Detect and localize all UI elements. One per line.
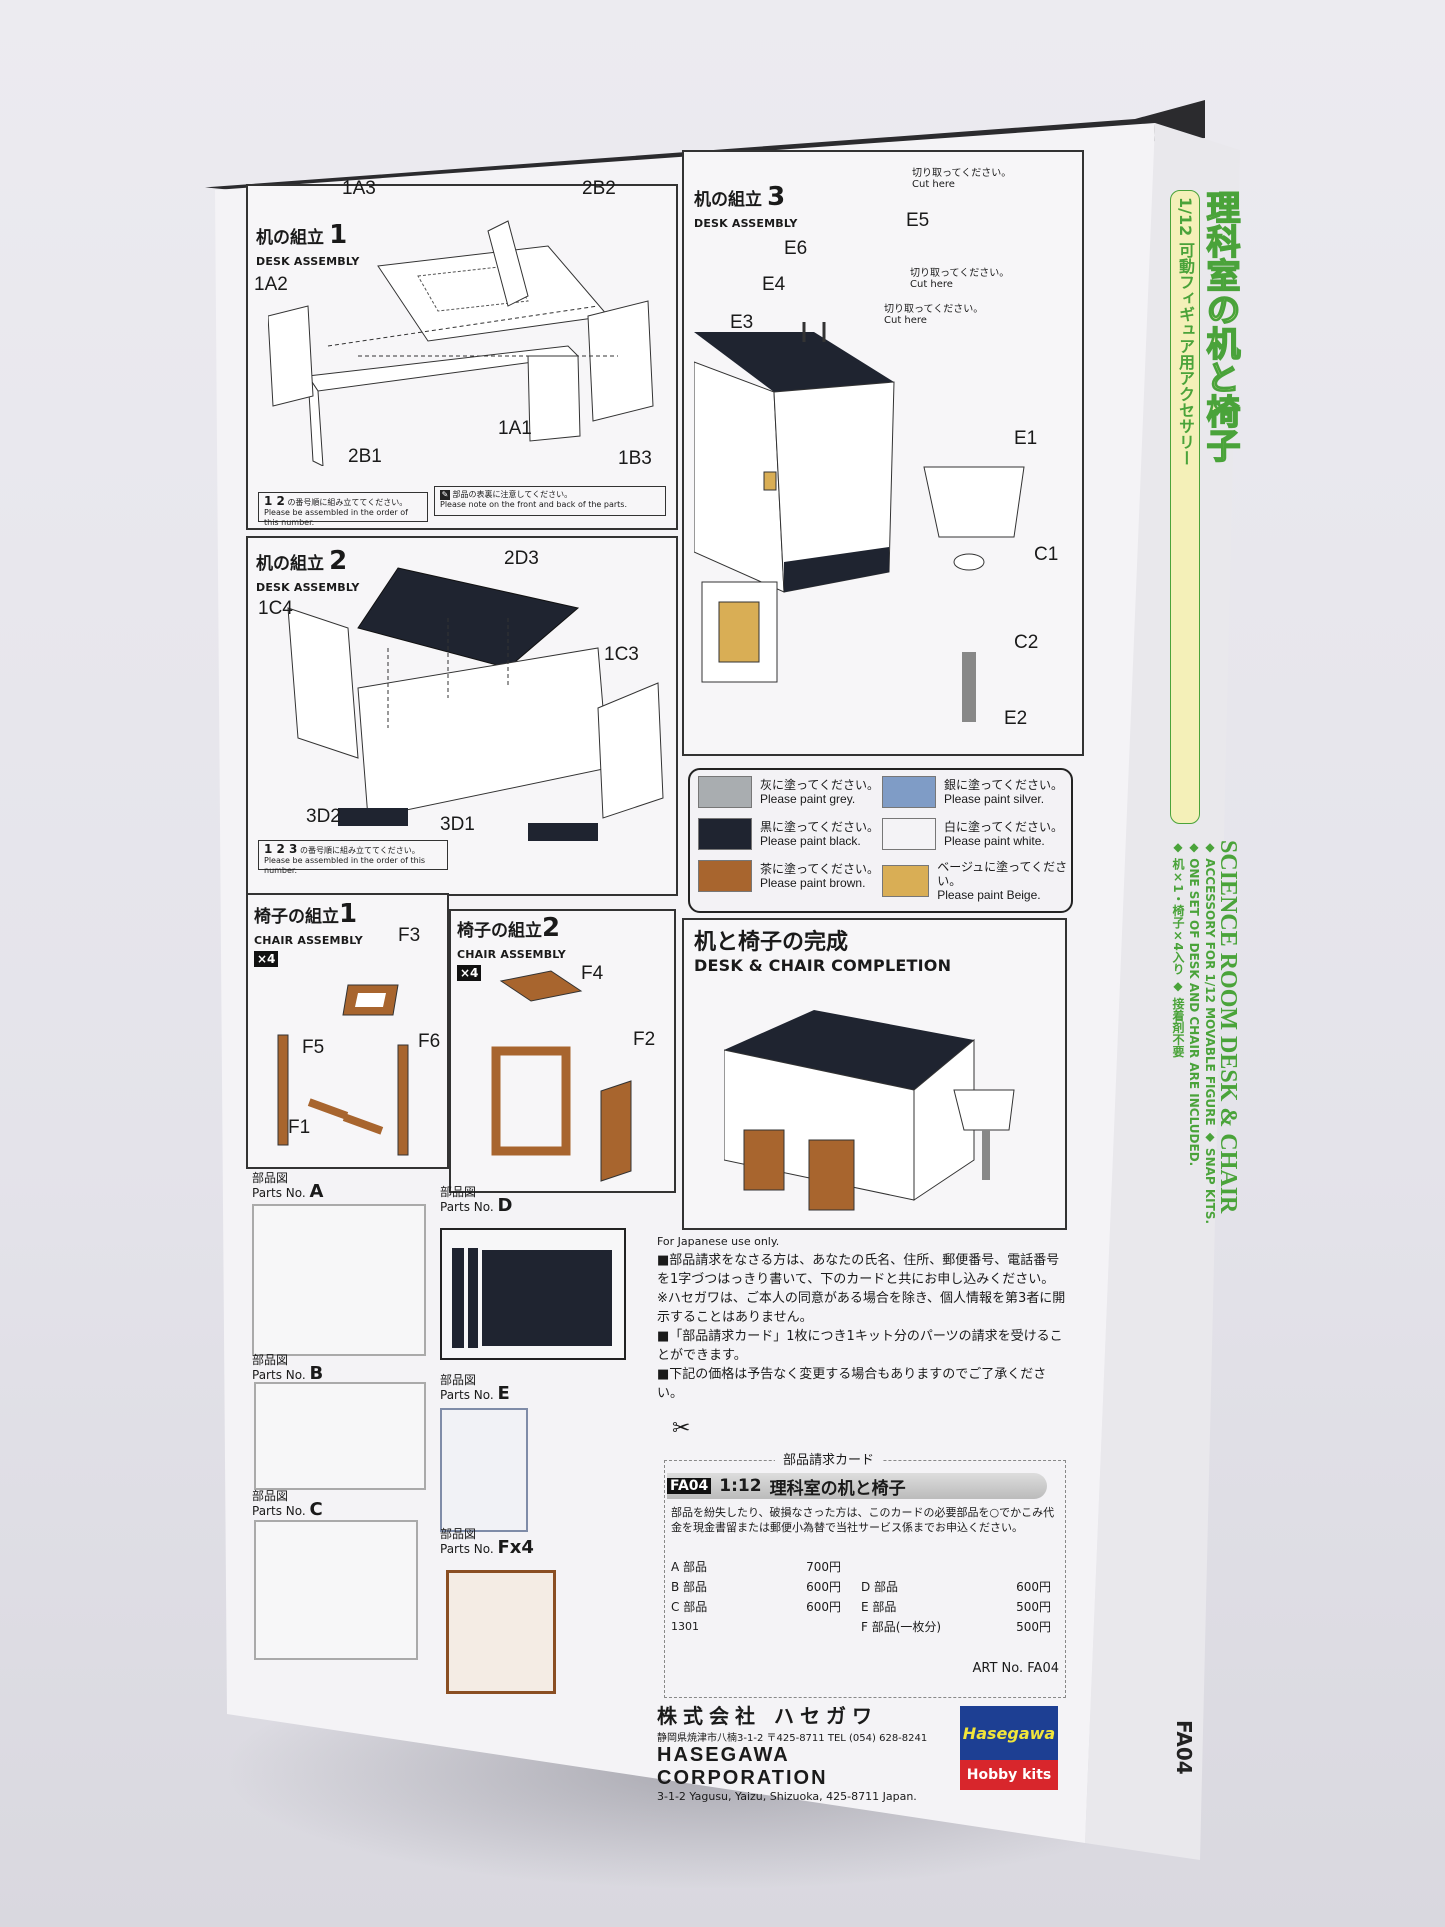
parts-e-sprue [440, 1408, 528, 1532]
parts-b-sprue [254, 1382, 426, 1490]
part-label: E6 [784, 238, 808, 259]
part-label: F3 [398, 925, 421, 946]
front-back-note: ✎ 部品の表裏に注意してください。Please note on the fron… [434, 486, 666, 516]
part-label: 1A3 [342, 178, 376, 199]
cut-here-note: 切り取ってください。Cut here [884, 304, 984, 326]
scissors-icon: ✂ [672, 1416, 691, 1441]
quantity-badge: ×4 [254, 951, 279, 967]
assembly-order-note: 1 2 3 の番号順に組み立ててください。 Please be assemble… [258, 840, 448, 875]
desk-assembly-3-panel: 机の組立 3 DESK ASSEMBLY E5 E6 E4 E3 E1 C1 C… [682, 150, 1084, 756]
part-label: E4 [762, 274, 786, 295]
legend-item-brown: 茶に塗ってください。Please paint brown. [698, 860, 879, 892]
side-title-en: SCIENCE ROOM DESK & CHAIR [1215, 840, 1241, 1214]
completion-diagram [724, 1010, 1015, 1211]
part-label: F4 [581, 963, 604, 984]
legend-item-beige: ベージュに塗ってください。Please paint Beige. [882, 860, 1071, 902]
card-header: FA04 1:12 理科室の机と椅子 [667, 1473, 1047, 1499]
part-label: 3D2 [306, 806, 341, 827]
swatch [882, 865, 930, 897]
part-label: E2 [1004, 708, 1028, 729]
parts-request-card: 部品請求カード FA04 1:12 理科室の机と椅子 部品を紛失したり、破損なさ… [664, 1449, 1066, 1698]
part-label: 1C4 [258, 598, 293, 619]
part-label: 1C3 [604, 644, 639, 665]
desk-assembly-2-panel: 机の組立 2 DESK ASSEMBLY 2D3 1C4 1C3 3D2 3D1… [246, 536, 678, 896]
part-label: F2 [633, 1029, 656, 1050]
swatch [882, 818, 936, 850]
desk-assembly-2-diagram [287, 567, 664, 841]
cut-here-note: 切り取ってください。Cut here [912, 168, 1012, 190]
part-label: F6 [418, 1031, 441, 1052]
side-code: FA04 [1172, 1720, 1196, 1775]
desk-assembly-1-diagram [268, 220, 654, 466]
chair-1-diagram [277, 984, 409, 1156]
paint-color-legend: 灰に塗ってください。Please paint grey. 銀に塗ってください。P… [688, 768, 1073, 913]
side-subtitle: 1/12 可動フィギュア用アクセサリー [1170, 190, 1200, 824]
swatch [882, 776, 936, 808]
desk-assembly-3-diagram [694, 322, 1025, 722]
parts-a-sprue [252, 1204, 426, 1356]
quantity-badge: ×4 [457, 965, 482, 981]
legend-item-black: 黒に塗ってください。Please paint black. [698, 818, 879, 850]
parts-d-sprue [440, 1228, 626, 1360]
part-label: F1 [288, 1117, 311, 1138]
part-label: F5 [302, 1037, 325, 1058]
chair-assembly-2-panel: 椅子の組立2 CHAIR ASSEMBLY ×4 F4 F2 [449, 909, 676, 1193]
company-info: 株式会社 ハセガワ 静岡県焼津市八楠3-1-2 〒425-8711 TEL (0… [657, 1704, 928, 1803]
side-title-ja: 理科室の机と椅子 [1199, 189, 1241, 463]
chair-assembly-1-panel: 椅子の組立1 CHAIR ASSEMBLY ×4 F3 F5 F6 F1 [246, 893, 449, 1169]
side-bullets: ◆ ACCESSORY FOR 1/12 MOVABLE FIGURE ◆ SN… [1171, 840, 1217, 1225]
card-title: 部品請求カード [775, 1449, 883, 1468]
japanese-notice: For Japanese use only. ■部品請求をなさる方は、あなたの氏… [657, 1235, 1066, 1401]
swatch [698, 860, 752, 892]
part-label: 1B3 [618, 448, 652, 469]
part-label: 2B2 [582, 178, 616, 199]
swatch [698, 776, 752, 808]
hasegawa-hobby-kits-logo: Hasegawa Hobby kits [960, 1706, 1058, 1796]
chair-2-diagram [491, 970, 632, 1182]
cut-here-note: 切り取ってください。Cut here [910, 268, 1010, 290]
assembly-order-note: 1 2 の番号順に組み立ててください。 Please be assembled … [258, 492, 428, 527]
part-label: E5 [906, 210, 930, 231]
part-label: 1A1 [498, 418, 532, 439]
swatch [698, 818, 752, 850]
desk-assembly-3-title: 机の組立 3 DESK ASSEMBLY [694, 182, 798, 230]
part-label: 1A2 [254, 274, 288, 295]
part-label: C2 [1014, 632, 1039, 653]
art-number: ART No. FA04 [972, 1661, 1060, 1676]
parts-c-sprue [254, 1520, 418, 1660]
desk-assembly-1-panel: 机の組立 1 DESK ASSEMBLY 1A3 2B2 1A2 1A1 2B1… [246, 178, 678, 530]
part-label: C1 [1034, 544, 1059, 565]
desk-assembly-1-title: 机の組立 1 DESK ASSEMBLY [256, 220, 360, 268]
desk-assembly-2-title: 机の組立 2 DESK ASSEMBLY [256, 546, 360, 594]
part-label: E3 [730, 312, 754, 333]
part-label: 3D1 [440, 814, 475, 835]
part-label: 2B1 [348, 446, 382, 467]
parts-f-sprue [446, 1570, 556, 1694]
part-label: E1 [1014, 428, 1038, 449]
legend-item-silver: 銀に塗ってください。Please paint silver. [882, 776, 1063, 808]
completion-panel: 机と椅子の完成 DESK & CHAIR COMPLETION [682, 918, 1067, 1230]
legend-item-white: 白に塗ってください。Please paint white. [882, 818, 1063, 850]
legend-item-grey: 灰に塗ってください。Please paint grey. [698, 776, 879, 808]
pen-icon: ✎ [440, 490, 450, 500]
part-label: 2D3 [504, 548, 539, 569]
